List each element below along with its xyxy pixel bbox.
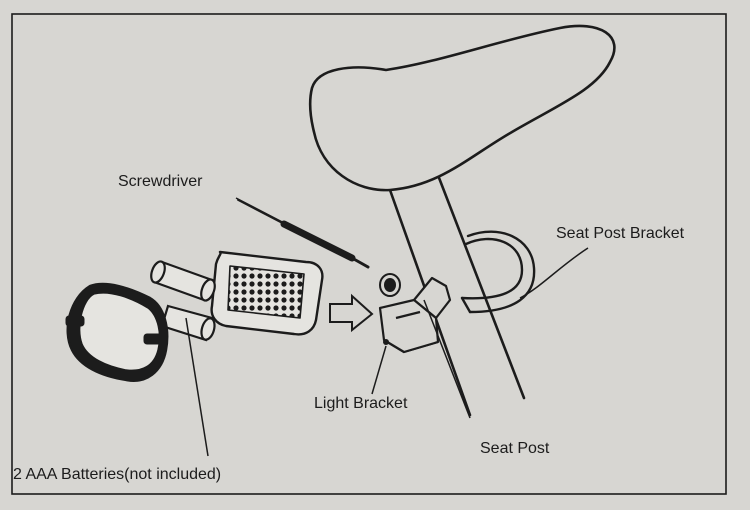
light-housing xyxy=(65,282,169,382)
saddle xyxy=(308,24,616,192)
leader-light-bracket xyxy=(371,345,387,395)
leader-seat-post xyxy=(423,299,471,419)
leader-lines xyxy=(185,197,589,457)
label-batteries: 2 AAA Batteries(not included) xyxy=(13,466,222,483)
diagram-frame xyxy=(11,13,727,495)
label-seat-post: Seat Post xyxy=(480,440,550,457)
label-screwdriver: Screwdriver xyxy=(118,173,203,190)
direction-arrow xyxy=(329,293,374,333)
leader-batteries xyxy=(185,317,209,457)
battery-upper xyxy=(150,260,216,302)
screwdriver xyxy=(237,199,370,269)
leader-seat-post-bracket xyxy=(519,247,589,299)
battery-cover xyxy=(210,250,324,336)
label-light-bracket: Light Bracket xyxy=(314,395,408,412)
label-seat-post-bracket: Seat Post Bracket xyxy=(556,225,685,242)
light-bracket xyxy=(378,276,452,354)
leader-screwdriver xyxy=(235,197,291,227)
seat-post-bracket xyxy=(460,230,536,314)
bracket-screw xyxy=(379,273,401,297)
seat-post xyxy=(388,168,526,417)
